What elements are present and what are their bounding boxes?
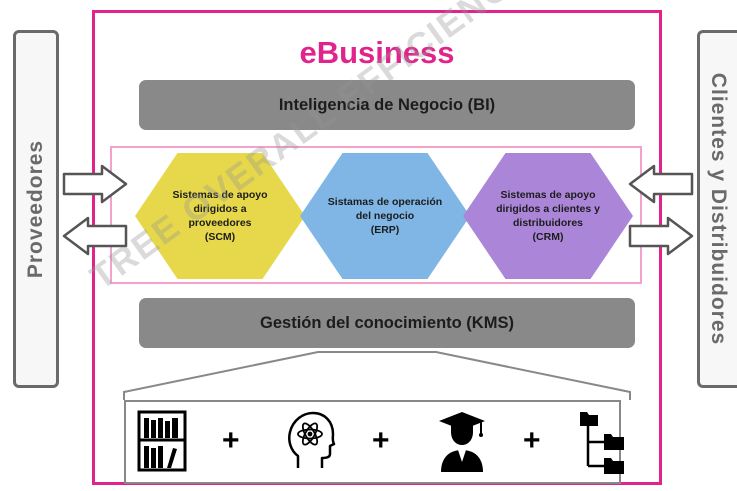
arrow-left-icon [628,164,694,204]
hexagon-crm-line: (CRM) [532,231,564,244]
plus-sign: + [222,424,240,457]
funnel-shape [123,351,631,400]
hexagon-crm-line: dirigidos a clientes y [496,202,600,215]
folder-tree-icon [580,412,624,474]
suppliers-panel: Proveedores [13,30,59,388]
hexagon-crm-text: Sistemas de apoyo dirigidos a clientes y… [489,188,607,245]
hexagon-scm-line: dirigidos a proveedores [188,202,252,229]
systems-box [110,146,642,284]
hexagon-scm-line: Sistemas de apoyo [172,188,268,201]
hexagon-erp-text: Sistamas de operación del negocio (ERP) [326,195,444,238]
arrow-left-icon [62,216,128,256]
arrow-right-icon [62,164,128,204]
suppliers-label: Proveedores [24,139,48,279]
graduate-icon [439,412,485,472]
ebusiness-frame: eBusiness Inteligencia de Negocio (BI) S… [92,10,662,485]
bookshelf-icon [137,410,187,472]
customers-panel: Clientes y Distribuidores [697,30,737,388]
hexagon-erp-line: Sistamas de operación [327,195,443,208]
bi-bar: Inteligencia de Negocio (BI) [139,80,635,130]
hexagon-crm-line: Sistemas de apoyo [500,188,596,201]
diagram-title: eBusiness [299,35,455,70]
arrow-right-icon [628,216,694,256]
hexagon-crm-line: distribuidores [512,217,583,229]
customers-label: Clientes y Distribuidores [707,72,731,346]
kms-bar: Gestión del conocimiento (KMS) [139,298,635,348]
head-atom-icon [288,411,336,468]
hexagon-scm-line: (SCM) [204,231,236,244]
hexagon-erp-line: (ERP) [370,224,400,237]
hexagon-erp: Sistamas de operación del negocio (ERP) [300,153,470,279]
hexagon-scm-text: Sistemas de apoyo dirigidos a proveedore… [161,188,279,245]
plus-sign: + [523,424,541,457]
plus-sign: + [372,424,390,457]
hexagon-erp-line: del negocio [355,209,415,222]
